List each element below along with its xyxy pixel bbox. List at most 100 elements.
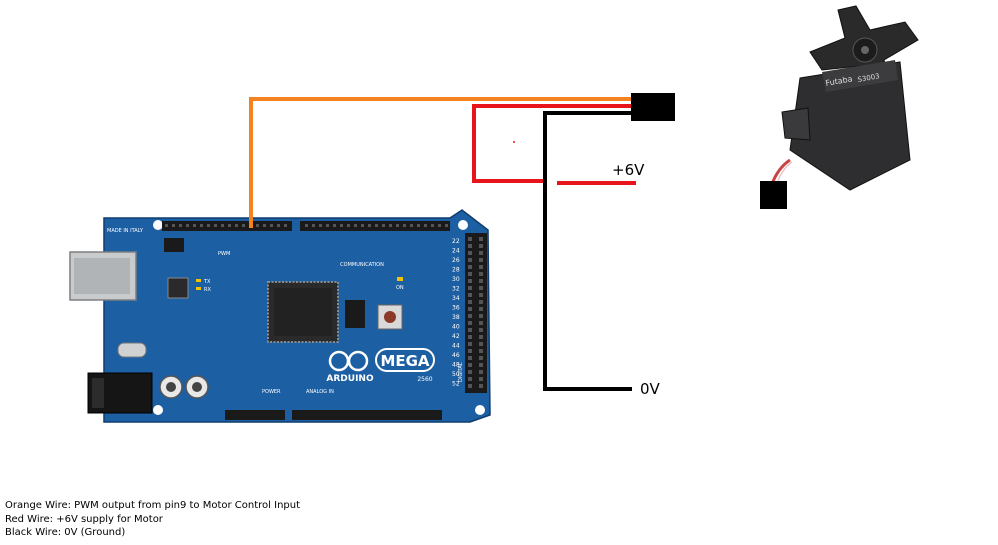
header-pin: [284, 224, 287, 227]
header-pin: [468, 251, 472, 255]
black-wire-ground: [543, 250, 632, 391]
tx-led: [196, 279, 201, 282]
header-pin: [468, 286, 472, 290]
analog-header: [292, 410, 442, 420]
header-pin: [277, 224, 280, 227]
header-pin: [410, 224, 413, 227]
header-pin: [479, 328, 483, 332]
right-header-pin-label: 28: [452, 267, 460, 274]
header-pin: [479, 279, 483, 283]
header-pin: [479, 272, 483, 276]
plus-6v-label: +6V: [612, 161, 645, 179]
right-header-pin-label: 40: [452, 324, 460, 331]
mounting-hole: [153, 220, 163, 230]
header-pin: [468, 370, 472, 374]
header-pin: [479, 244, 483, 248]
right-header-pin-label: 36: [452, 305, 460, 312]
board-model-text: 2560: [417, 376, 432, 383]
right-header-pin-label: 38: [452, 314, 460, 321]
legend-orange-wire: Orange Wire: PWM output from pin9 to Mot…: [5, 500, 301, 511]
right-header-pin-label: 24: [452, 248, 460, 255]
icsp-header: [345, 300, 365, 328]
header-pin: [468, 272, 472, 276]
servo-motor: Futaba S3003: [770, 5, 919, 191]
header-pin: [479, 321, 483, 325]
arduino-logo: [328, 348, 435, 372]
header-pin: [389, 224, 392, 227]
header-pin: [468, 293, 472, 297]
motor-connector: [631, 93, 675, 121]
right-header-pin-label: 42: [452, 333, 460, 340]
legend-black-wire: Black Wire: 0V (Ground): [5, 527, 126, 538]
header-pin: [368, 224, 371, 227]
header-pin: [347, 224, 350, 227]
header-pin: [468, 314, 472, 318]
header-pin: [468, 349, 472, 353]
header-pin: [179, 224, 182, 227]
header-pin: [319, 224, 322, 227]
header-pin: [340, 224, 343, 227]
header-pin: [479, 251, 483, 255]
header-pin: [396, 224, 399, 227]
header-pin: [438, 224, 441, 227]
header-pin: [312, 224, 315, 227]
right-header-pin-label: 22: [452, 238, 460, 245]
header-pin: [382, 224, 385, 227]
header-pin: [165, 224, 168, 227]
header-pin: [479, 384, 483, 388]
right-header-pin-label: 52: [452, 381, 460, 388]
header-pin: [479, 300, 483, 304]
power-header: [225, 410, 285, 420]
header-pin: [468, 279, 472, 283]
right-header-pin-label: 44: [452, 343, 460, 350]
header-pin: [270, 224, 273, 227]
legend-red-wire: Red Wire: +6V supply for Motor: [5, 513, 163, 525]
digital-label: DIGITAL: [458, 362, 464, 382]
right-header-pin-label: 48: [452, 362, 460, 369]
mounting-hole: [475, 405, 485, 415]
wire-legend: Orange Wire: PWM output from pin9 to Mot…: [5, 499, 300, 540]
black-wire: [543, 111, 640, 250]
on-led-label: ON: [396, 285, 404, 291]
tx-label: TX: [203, 279, 211, 285]
header-pin: [228, 224, 231, 227]
header-pin: [479, 286, 483, 290]
on-led: [397, 277, 403, 281]
header-pin: [221, 224, 224, 227]
header-pin: [207, 224, 210, 227]
analog-in-label: ANALOG IN: [306, 389, 334, 395]
header-pin: [403, 224, 406, 227]
header-pin: [235, 224, 238, 227]
orange-wire: [249, 97, 640, 228]
right-header-pin-label: 34: [452, 295, 460, 302]
rx-led: [196, 287, 201, 290]
header-pin: [468, 307, 472, 311]
header-pin: [479, 363, 483, 367]
header-pin: [479, 293, 483, 297]
header-pin: [479, 237, 483, 241]
header-pin: [468, 237, 472, 241]
power-label: POWER: [262, 389, 281, 395]
right-header-pin-label: 50: [452, 371, 460, 378]
right-header-pin-label: 26: [452, 257, 460, 264]
header-pin: [479, 349, 483, 353]
wires: [249, 97, 640, 391]
header-pin: [326, 224, 329, 227]
digital-header-right: [465, 233, 487, 393]
right-header-pin-label: 32: [452, 286, 460, 293]
icsp-header-small: [164, 238, 184, 252]
header-pin: [305, 224, 308, 227]
header-pin: [468, 356, 472, 360]
mounting-hole: [458, 220, 468, 230]
header-pin: [468, 363, 472, 367]
header-pin: [172, 224, 175, 227]
servo-model-text: S3003: [857, 72, 880, 84]
header-pin: [479, 307, 483, 311]
board-brand-text: ARDUINO: [326, 374, 374, 384]
arduino-mega-board: MEGA ARDUINO 2560 MADE IN ITALY COMMUNIC…: [69, 209, 491, 423]
header-pin: [468, 377, 472, 381]
header-pin: [479, 314, 483, 318]
header-pin: [333, 224, 336, 227]
header-pin: [193, 224, 196, 227]
